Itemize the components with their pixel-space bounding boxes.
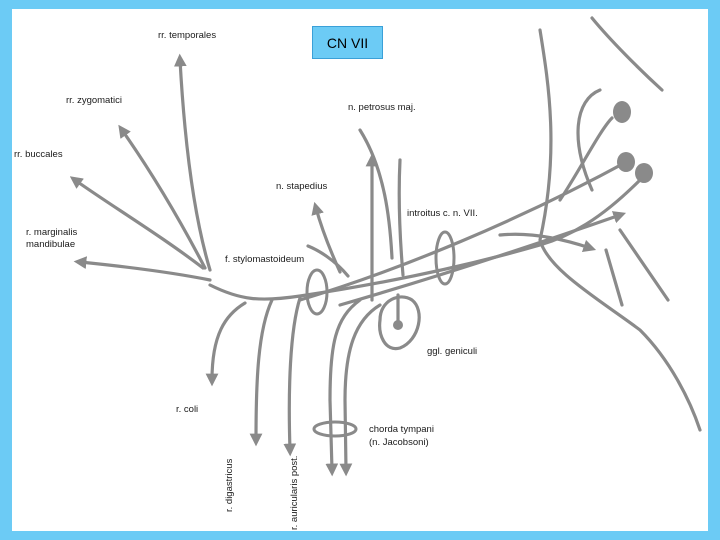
- nucleus-dot-3: [635, 163, 653, 183]
- title-badge: CN VII: [312, 26, 383, 59]
- stylomastoid-ring: [305, 268, 329, 316]
- rr-zygomatici-branch: [118, 124, 207, 270]
- n-stapedius-curve: [306, 244, 350, 278]
- label-ggl-geniculi: ggl. geniculi: [427, 346, 477, 357]
- label-n-petrosus: n. petrosus maj.: [348, 102, 416, 113]
- nucleus-dot-2: [617, 152, 635, 172]
- n-petrosus-curve-2: [397, 158, 405, 277]
- label-r-coli: r. coli: [176, 404, 198, 415]
- chorda-tympani-ring: [312, 420, 358, 438]
- geniculate-loop: [378, 295, 421, 351]
- outline-curve-top: [590, 16, 664, 92]
- label-r-digastricus: r. digastricus: [224, 458, 235, 512]
- r-auricularis-branch: [283, 296, 302, 457]
- r-coli-branch: [205, 301, 247, 387]
- geniculate-dot: [393, 320, 403, 330]
- chorda-tympani-outer: [325, 298, 362, 477]
- fiber-to-dot: [558, 116, 614, 202]
- trunk-upper-fiber: [298, 158, 632, 302]
- label-chorda-2: (n. Jacobsoni): [369, 437, 429, 448]
- r-marginalis-branch: [73, 256, 212, 282]
- label-rr-temporales: rr. temporales: [158, 30, 216, 41]
- label-introitus: introitus c. n. VII.: [407, 208, 478, 219]
- n-petrosus-curve: [358, 128, 394, 260]
- rr-temporales-branch: [173, 53, 212, 272]
- label-chorda-1: chorda tympani: [369, 424, 434, 435]
- label-r-marginalis-2: mandibulae: [26, 239, 75, 250]
- trunk-side-branch: [498, 232, 597, 253]
- facial-nerve-diagram: rr. temporales rr. zygomatici rr. buccal…: [14, 16, 702, 530]
- introitus-ring: [434, 230, 456, 286]
- label-r-marginalis-1: r. marginalis: [26, 227, 77, 238]
- chorda-tympani-inner: [339, 303, 382, 477]
- slide: rr. temporales rr. zygomatici rr. buccal…: [12, 9, 708, 531]
- title-text: CN VII: [326, 34, 369, 51]
- outline-curve-canal: [538, 28, 702, 432]
- label-f-stylomastoideum: f. stylomastoideum: [225, 254, 304, 265]
- label-n-stapedius: n. stapedius: [276, 181, 327, 192]
- label-r-auricularis: r. auricularis post.: [289, 456, 300, 530]
- nucleus-dot-1: [613, 101, 631, 123]
- label-rr-buccales: rr. buccales: [14, 149, 63, 160]
- main-trunk: [208, 178, 642, 301]
- outline-curve-left: [618, 228, 670, 302]
- outline-curve-left-2: [604, 248, 624, 307]
- rr-buccales-branch: [69, 176, 205, 270]
- r-digastricus-branch: [249, 298, 274, 447]
- label-rr-zygomatici: rr. zygomatici: [66, 95, 122, 106]
- fiber-arc-top: [576, 88, 602, 192]
